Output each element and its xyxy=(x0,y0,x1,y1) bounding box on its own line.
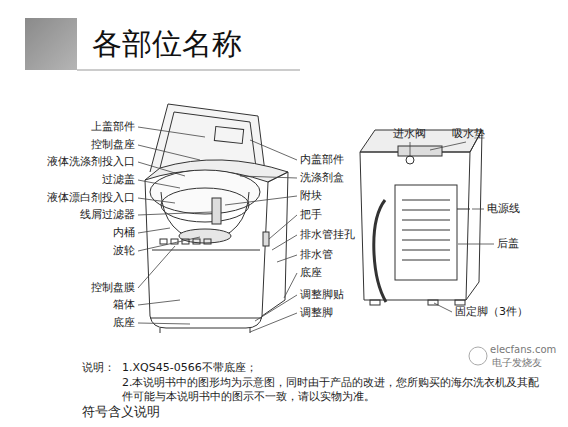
part-label: 底座 xyxy=(113,316,135,330)
part-label: 液体漂白剂投入口 xyxy=(47,191,135,205)
part-label: 调整脚 xyxy=(300,306,333,320)
part-label: 电源线 xyxy=(487,202,520,216)
part-label: 内桶 xyxy=(113,226,135,240)
watermark: elecfans.com xyxy=(490,343,556,356)
note-text: 1.XQS45-0566不带底座； xyxy=(122,361,257,375)
part-label: 液体洗涤剂投入口 xyxy=(47,155,135,169)
part-label: 排水管挂孔 xyxy=(300,228,355,242)
part-label: 把手 xyxy=(300,208,322,222)
part-label: 后盖 xyxy=(497,237,519,251)
part-label: 内盖部件 xyxy=(300,153,344,167)
part-label: 波轮 xyxy=(113,244,135,258)
section-heading: 符号含义说明 xyxy=(82,404,160,420)
part-label: 底座 xyxy=(300,266,322,280)
part-label: 附块 xyxy=(300,189,322,203)
part-label: 进水阀 xyxy=(393,127,426,141)
part-label: 排水管 xyxy=(300,248,333,262)
part-label: 上盖部件 xyxy=(91,120,135,134)
part-label: 箱体 xyxy=(113,298,135,312)
note-text: 2.本说明书中的图形均为示意图，同时由于产品的改进，您所购买的海尔洗衣机及其配件… xyxy=(122,376,542,404)
note-heading: 说明： xyxy=(82,361,115,375)
watermark: 电子发烧友 xyxy=(492,356,542,369)
part-label: 固定脚（3件） xyxy=(455,305,528,319)
part-label: 控制盘膜 xyxy=(91,281,135,295)
part-label: 洗涤剂盒 xyxy=(300,171,344,185)
part-label: 控制盘座 xyxy=(91,138,135,152)
part-label: 过滤盖 xyxy=(102,173,135,187)
part-label: 调整脚贴 xyxy=(300,288,344,302)
part-label: 吸水垫 xyxy=(452,127,485,141)
page-title: 各部位名称 xyxy=(92,26,242,62)
part-label: 线屑过滤器 xyxy=(80,208,135,222)
